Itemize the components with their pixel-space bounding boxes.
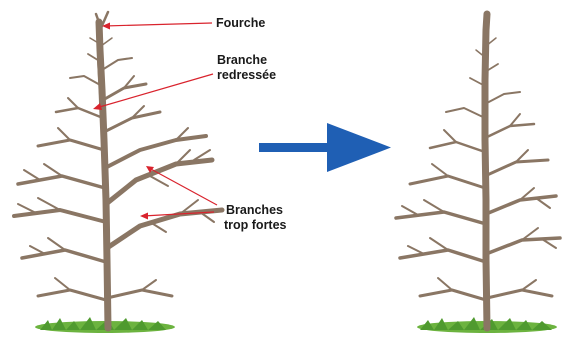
trunk-right bbox=[485, 14, 487, 328]
label-strong-branches-line2: trop fortes bbox=[224, 218, 287, 232]
callout-fork bbox=[102, 23, 212, 30]
callout-straightened-branch bbox=[93, 74, 213, 110]
tree-after-pruning bbox=[396, 14, 560, 333]
label-straightened-branch-line2: redressée bbox=[217, 68, 276, 82]
label-strong-branches-line1: Branches bbox=[226, 203, 283, 217]
tree-before-pruning bbox=[14, 12, 222, 333]
right-arrow-icon bbox=[259, 123, 391, 172]
label-fork: Fourche bbox=[216, 16, 265, 30]
label-straightened-branch-line1: Branche bbox=[217, 53, 267, 67]
